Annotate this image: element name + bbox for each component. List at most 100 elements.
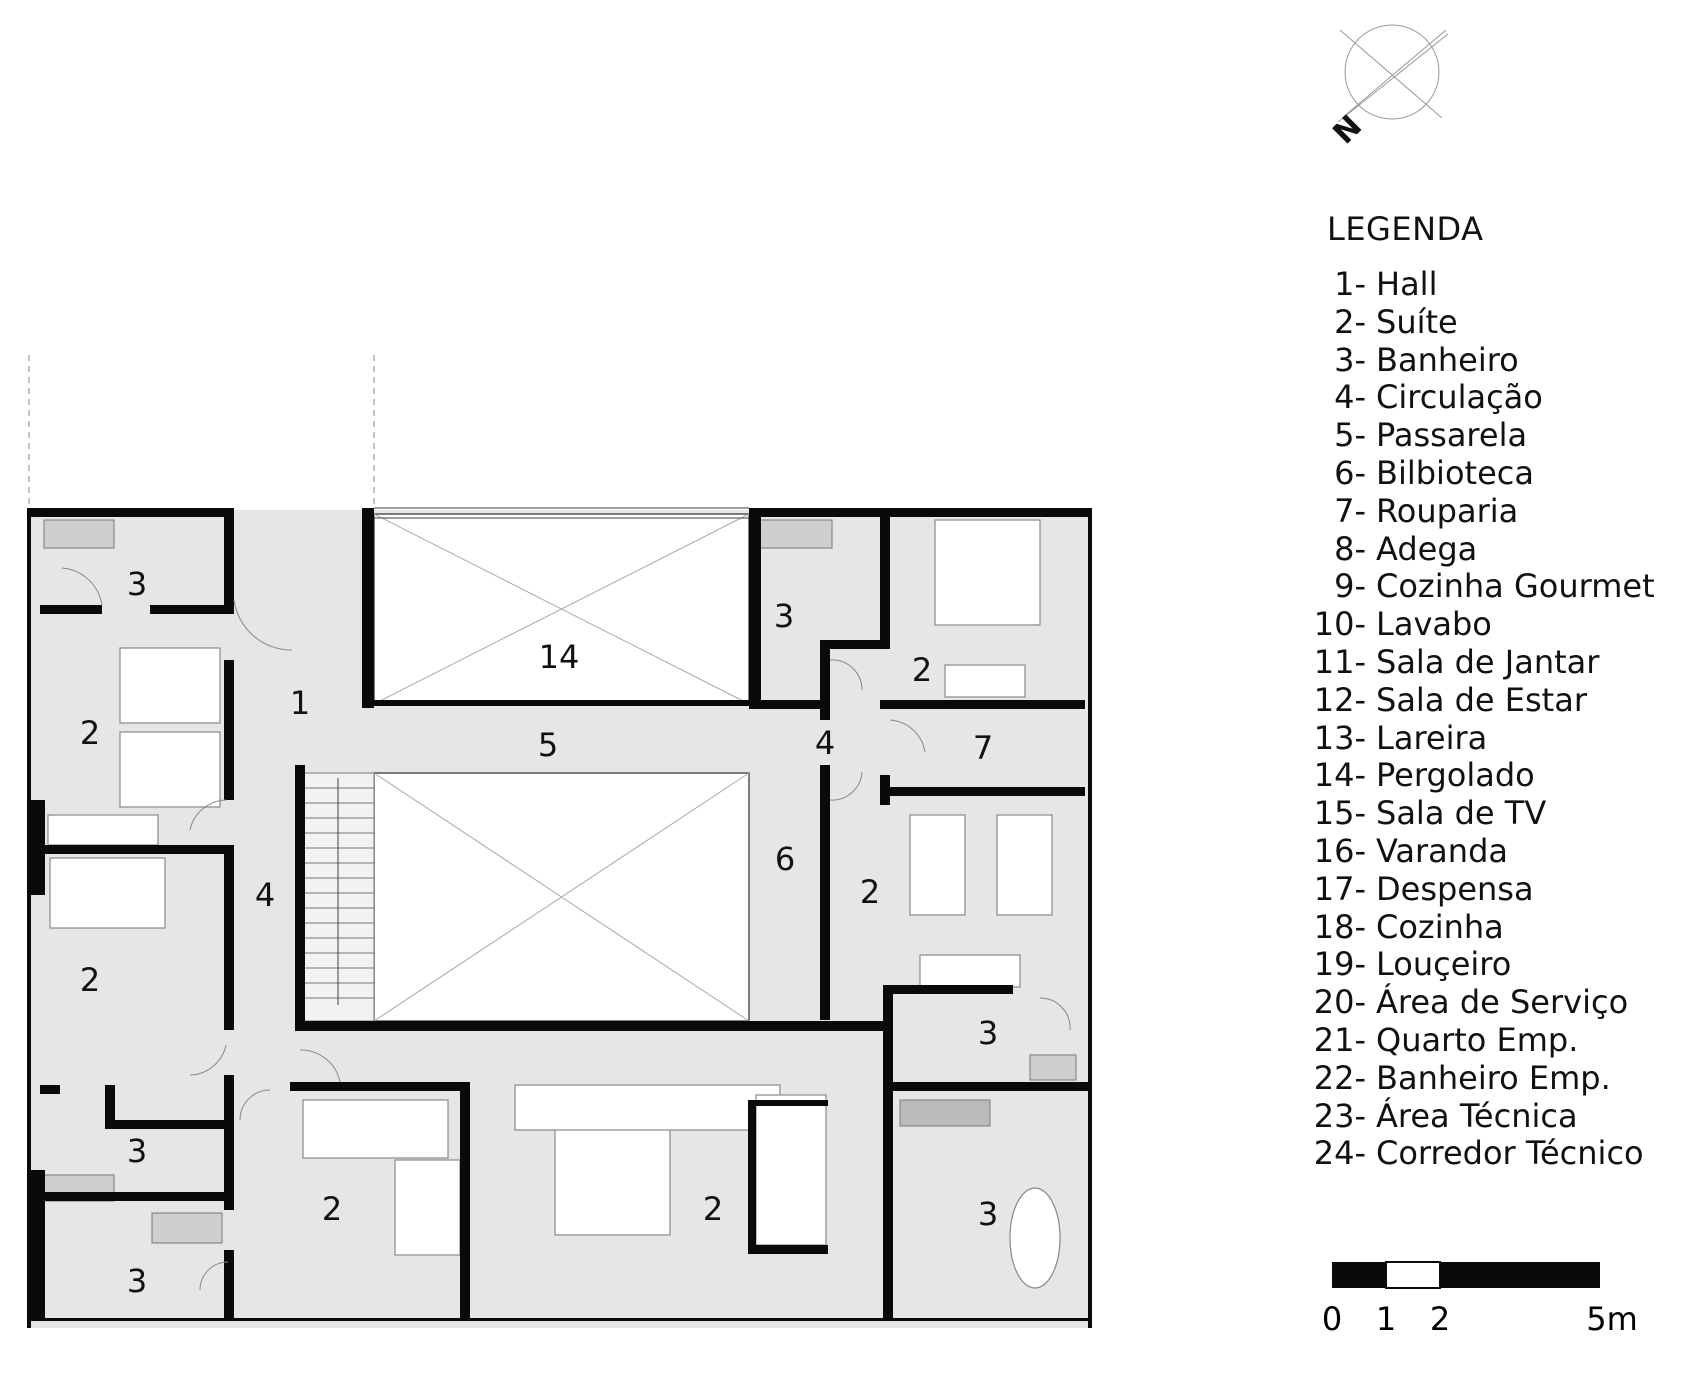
legend-title: LEGENDA: [1327, 210, 1484, 248]
legend-item: 16- Varanda: [1300, 831, 1680, 871]
legend-item-name: Área Técnica: [1376, 1096, 1578, 1135]
legend-item: 5- Passarela: [1300, 416, 1680, 455]
legend-item-number: 12-: [1313, 680, 1366, 719]
legend-item-number: 19-: [1313, 945, 1366, 984]
legend-item-number: 5-: [1334, 416, 1366, 455]
legend-item-name: Área de Serviço: [1376, 983, 1629, 1022]
scale-label-0: 0: [1322, 1300, 1342, 1338]
legend-item: 3-Banheiro: [1300, 340, 1680, 380]
room-label-walkway: 5: [538, 726, 558, 764]
legend-item: 9- Cozinha Gourmet: [1300, 567, 1680, 606]
room-label-bath-5: 3: [978, 1014, 998, 1052]
legend-item: 17- Despensa: [1300, 869, 1680, 909]
legend-item: 12-Sala de Estar: [1300, 680, 1680, 720]
legend-item: 21- Quarto Emp.: [1300, 1020, 1680, 1060]
legend-item-name: Lavabo: [1376, 605, 1492, 644]
legend-item-number: 6-: [1334, 453, 1366, 492]
room-label-pergola: 14: [539, 638, 580, 676]
pergola-slats: [374, 507, 749, 519]
north-label: N: [1327, 109, 1370, 152]
room-label-library: 6: [775, 840, 795, 878]
legend-item: 18- Cozinha: [1300, 907, 1680, 947]
legend-item-number: 7-: [1334, 491, 1366, 530]
room-label-suite-2: 2: [80, 961, 100, 999]
legend-item-name: Sala de Jantar: [1376, 642, 1600, 681]
legend-item-name: Adega: [1376, 529, 1478, 568]
legend-item-name: Sala de TV: [1376, 794, 1547, 833]
legend-item-name: Rouparia: [1376, 491, 1519, 530]
legend-item: 11-Sala de Jantar: [1300, 642, 1680, 682]
door-swings: [61, 567, 1071, 1291]
legend-item: 10- Lavabo: [1300, 605, 1680, 644]
legend-item-name: Banheiro Emp.: [1376, 1058, 1611, 1097]
legend-item-number: 16-: [1313, 831, 1366, 870]
void-courtyard: [373, 772, 750, 1022]
scale-label-5m: 5m: [1586, 1300, 1638, 1338]
legend-item-name: Bilbioteca: [1376, 453, 1534, 492]
legend-item: 6- Bilbioteca: [1300, 453, 1680, 493]
legend-item-name: Pergolado: [1376, 756, 1535, 795]
legend-item-number: 14-: [1313, 756, 1366, 795]
scale-bar: [1332, 1261, 1600, 1289]
legend-item-name: Passarela: [1376, 416, 1528, 455]
legend-item: 1-Hall: [1300, 265, 1680, 304]
legend-item-name: Cozinha: [1376, 907, 1504, 946]
void-pergolado: [373, 513, 750, 705]
legend-item: 23- Área Técnica: [1300, 1096, 1680, 1136]
legend-item-number: 1-: [1334, 265, 1366, 303]
legend-item-name: Varanda: [1376, 831, 1508, 870]
room-labels: 1 4 4 5 6 7 14 2 2 2 2 2 2 3 3 3 3 3 3: [80, 565, 998, 1300]
legend-item: 2- Suíte: [1300, 302, 1680, 342]
legend-item-number: 17-: [1313, 869, 1366, 908]
room-label-circulation-left: 4: [255, 876, 275, 914]
north-arrow: [1337, 24, 1449, 123]
furniture: [43, 519, 1077, 1289]
room-label-bath-6: 3: [978, 1195, 998, 1233]
room-label-bath-3: 3: [127, 1262, 147, 1300]
scale-label-1: 1: [1376, 1300, 1396, 1338]
legend-item-name: Quarto Emp.: [1376, 1020, 1579, 1059]
legend-item-number: 21-: [1313, 1020, 1366, 1059]
room-label-circulation-right: 4: [815, 724, 835, 762]
room-label-linen-room: 7: [973, 729, 993, 767]
room-label-bath-2: 3: [127, 1132, 147, 1170]
room-label-hall: 1: [290, 684, 310, 722]
room-label-suite-1: 2: [80, 714, 100, 752]
legend-item-name: Lareira: [1376, 718, 1488, 757]
staircase: [299, 772, 375, 1022]
legend-item-number: 24-: [1313, 1134, 1366, 1173]
legend-item-name: Cozinha Gourmet: [1376, 567, 1655, 606]
room-label-suite-3: 2: [322, 1190, 342, 1228]
legend-item-name: Banheiro: [1376, 340, 1519, 379]
legend-item-name: Corredor Técnico: [1376, 1134, 1644, 1173]
legend-item-number: 18-: [1313, 907, 1366, 946]
legend-item: 14- Pergolado: [1300, 756, 1680, 795]
walls: [27, 508, 1092, 1328]
legend-item: 22-Banheiro Emp.: [1300, 1058, 1680, 1098]
room-label-bath-4: 3: [774, 597, 794, 635]
legend-item: 24- Corredor Técnico: [1300, 1134, 1680, 1173]
legend-item: 7- Rouparia: [1300, 491, 1680, 531]
legend-item: 13- Lareira: [1300, 718, 1680, 758]
room-label-suite-6: 2: [912, 651, 932, 689]
legend-item-number: 23-: [1313, 1096, 1366, 1135]
legend-item-number: 15-: [1313, 794, 1366, 833]
legend-item-number: 13-: [1313, 718, 1366, 757]
legend-item-number: 4-: [1334, 378, 1366, 417]
legend-item-number: 10-: [1313, 605, 1366, 644]
dashed-guides: [28, 355, 375, 508]
room-label-suite-5: 2: [860, 873, 880, 911]
legend-item-name: Despensa: [1376, 869, 1534, 908]
legend-item: 8- Adega: [1300, 529, 1680, 569]
legend-item-number: 2-: [1334, 302, 1366, 341]
legend-item: 15- Sala de TV: [1300, 794, 1680, 833]
legend-item: 4-Circulação: [1300, 378, 1680, 417]
legend-item-number: 8-: [1334, 529, 1366, 568]
legend-item-name: Suíte: [1376, 302, 1458, 341]
legend-item-number: 9-: [1334, 567, 1366, 606]
scale-label-2: 2: [1430, 1300, 1450, 1338]
room-label-bath-1: 3: [127, 565, 147, 603]
legend-item: 19-Louçeiro: [1300, 945, 1680, 984]
